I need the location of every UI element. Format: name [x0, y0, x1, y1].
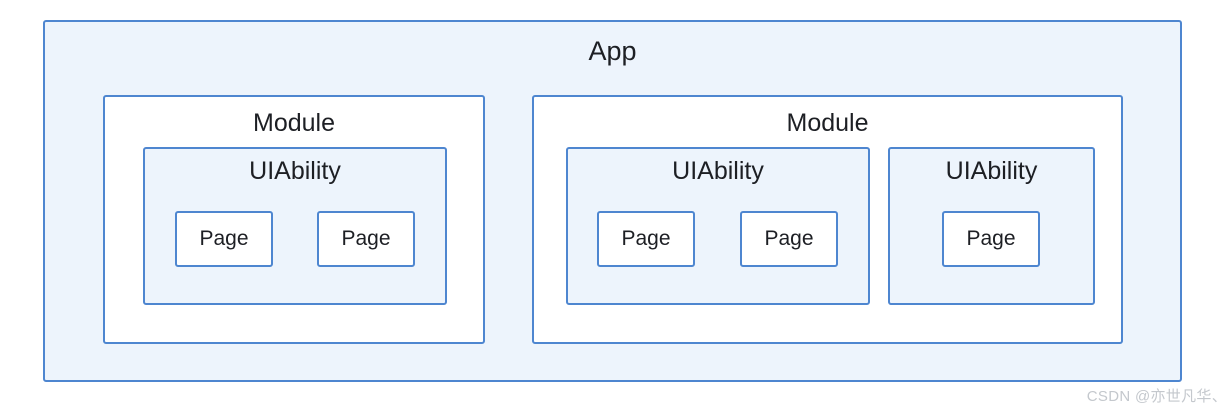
page-box: Page: [942, 211, 1040, 267]
module-label: Module: [253, 109, 335, 137]
page-box: Page: [175, 211, 273, 267]
app-label: App: [588, 36, 637, 66]
csdn-watermark: CSDN @亦世凡华、: [1086, 388, 1227, 405]
uiability-label: UIAbility: [945, 157, 1038, 185]
page-box: Page: [597, 211, 695, 267]
page-box: Page: [317, 211, 415, 267]
uiability-label: UIAbility: [672, 157, 764, 185]
module-label: Module: [786, 109, 869, 137]
uiability-label: UIAbility: [249, 157, 341, 185]
page-box: Page: [740, 211, 838, 267]
